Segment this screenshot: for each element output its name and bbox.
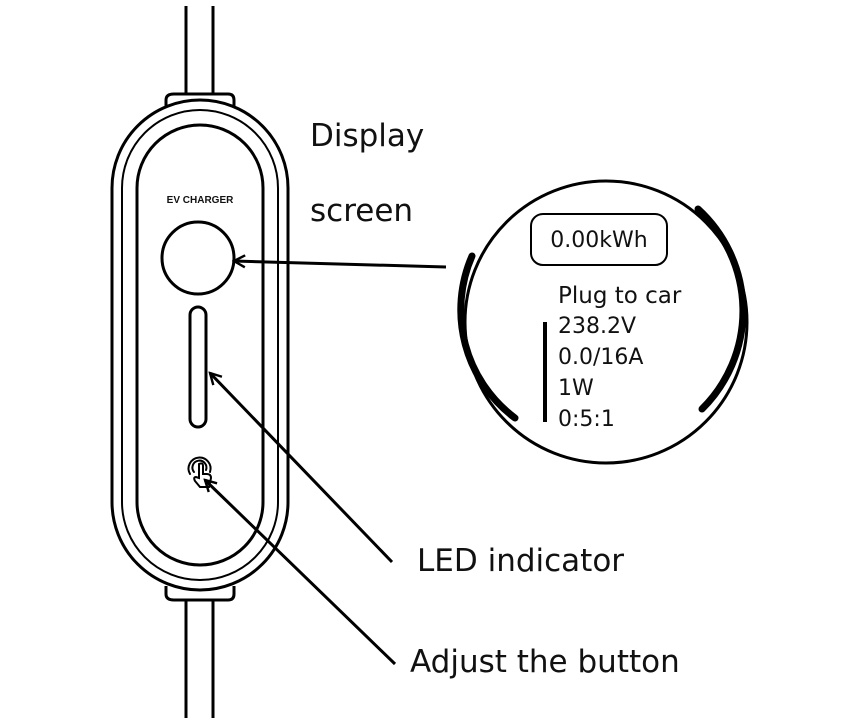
led-indicator-slot: [188, 305, 208, 429]
status-text: Plug to car: [558, 283, 682, 309]
status-ring-left: [457, 252, 519, 422]
brand-label: EV CHARGER: [167, 195, 234, 206]
cable-bottom: [184, 600, 215, 718]
display-arrow: [234, 261, 447, 269]
zoomed-display-bezel: [463, 179, 749, 465]
adjust-button-label: Adjust the button: [410, 644, 680, 680]
charger-face-panel: [135, 123, 265, 567]
led-arrow: [210, 373, 394, 564]
energy-readout-box: [530, 213, 668, 266]
display-screen-label-line1: Display: [310, 118, 424, 154]
collar-bottom: [164, 586, 236, 602]
voltage-reading: 238.2V: [558, 314, 636, 339]
button-arrow: [205, 480, 397, 666]
charger-housing-outer: [110, 98, 290, 592]
touch-button-icon: [187, 456, 213, 488]
zoomed-display: 0.00kWh Plug to car 238.2V 0.0/16A 1W 0:…: [457, 179, 749, 465]
collar-top: [164, 92, 236, 106]
current-reading: 0.0/16A: [558, 345, 643, 370]
led-indicator-label: LED indicator: [417, 543, 624, 579]
cable-top: [184, 6, 215, 95]
display-screen-label-line2: screen: [310, 193, 413, 229]
energy-readout: 0.00kWh: [550, 228, 647, 253]
power-reading: 1W: [558, 376, 594, 401]
charger-housing-rim: [121, 109, 279, 581]
device-display-screen: [160, 220, 236, 296]
status-ring-right: [694, 205, 747, 413]
time-reading: 0:5:1: [558, 407, 615, 432]
